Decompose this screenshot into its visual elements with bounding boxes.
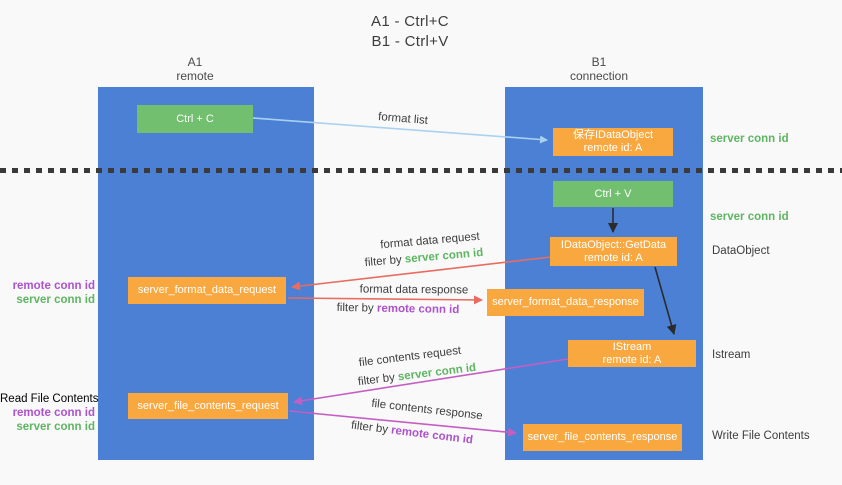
session-divider-dotted-line	[0, 168, 842, 173]
diagram-title: A1 - Ctrl+C B1 - Ctrl+V	[371, 12, 449, 52]
node-format-response-label: server_format_data_response	[492, 296, 639, 308]
node-save-idataobject-line1: 保存IDataObject	[572, 129, 654, 141]
arrow-format-data-response	[287, 295, 483, 305]
remote-conn-id-text: remote conn id	[376, 302, 460, 317]
node-idataobject-getdata: IDataObject::GetData remote id: A	[550, 237, 677, 266]
label-write-file-contents: Write File Contents	[712, 430, 810, 442]
node-istream-line2: remote id: A	[602, 353, 662, 366]
node-ctrl-v-label: Ctrl + V	[594, 187, 632, 200]
lane-a1-subtitle: remote	[176, 69, 214, 83]
label-dataobject: DataObject	[712, 245, 770, 257]
lane-header-b1: B1 connection	[570, 55, 628, 83]
label-server-conn-id-left-1: server conn id	[16, 294, 95, 306]
node-ctrl-c: Ctrl + C	[137, 105, 253, 133]
label-server-conn-id-left-2: server conn id	[16, 421, 95, 433]
node-istream-line1: IStream	[612, 340, 652, 353]
node-server-file-contents-response: server_file_contents_response	[523, 424, 682, 451]
arrow-format-list	[252, 117, 548, 144]
node-format-request-label: server_format_data_request	[137, 284, 277, 296]
lane-b1-subtitle: connection	[569, 69, 629, 83]
node-istream: IStream remote id: A	[568, 340, 696, 367]
node-save-idataobject-line2: remote id: A	[583, 142, 643, 154]
node-ctrl-c-label: Ctrl + C	[176, 112, 214, 125]
filter-by-text: filter by	[336, 301, 378, 315]
node-getdata-line2: remote id: A	[584, 251, 643, 264]
label-istream: Istream	[712, 349, 751, 361]
label-filter-by-remote-conn-id-1: filter by remote conn id	[337, 302, 460, 316]
label-conn-id-pair-1: remote conn id server conn id	[0, 279, 95, 307]
arrow-file-contents-request	[293, 358, 569, 406]
label-format-data-response: format data response	[359, 283, 469, 297]
node-file-response-label: server_file_contents_response	[527, 431, 678, 443]
label-read-file-contents-group: Read File Contents remote conn id server…	[0, 392, 99, 434]
label-remote-conn-id-left-1: remote conn id	[12, 280, 95, 292]
arrow-format-data-request	[291, 256, 552, 291]
arrow-getdata-to-istream	[654, 266, 677, 335]
lane-b1-title: B1	[591, 55, 607, 69]
label-read-file-contents: Read File Contents	[0, 393, 99, 405]
node-ctrl-v: Ctrl + V	[553, 181, 673, 207]
node-server-file-contents-request: server_file_contents_request	[128, 393, 288, 419]
lane-a1-title: A1	[187, 55, 203, 69]
label-server-conn-id-top-right: server conn id	[710, 133, 789, 145]
title-line-1: A1 - Ctrl+C	[371, 13, 449, 30]
node-server-format-data-response: server_format_data_response	[487, 289, 644, 316]
title-line-2: B1 - Ctrl+V	[371, 33, 449, 50]
lane-header-a1: A1 remote	[176, 55, 213, 83]
label-remote-conn-id-left-2: remote conn id	[12, 407, 95, 419]
label-server-conn-id-mid-right: server conn id	[710, 211, 789, 223]
node-server-format-data-request: server_format_data_request	[128, 277, 286, 304]
node-file-request-label: server_file_contents_request	[137, 399, 279, 412]
node-getdata-line1: IDataObject::GetData	[560, 238, 667, 251]
node-save-idataobject: 保存IDataObject remote id: A	[553, 128, 673, 156]
arrow-file-contents-response	[288, 410, 517, 437]
